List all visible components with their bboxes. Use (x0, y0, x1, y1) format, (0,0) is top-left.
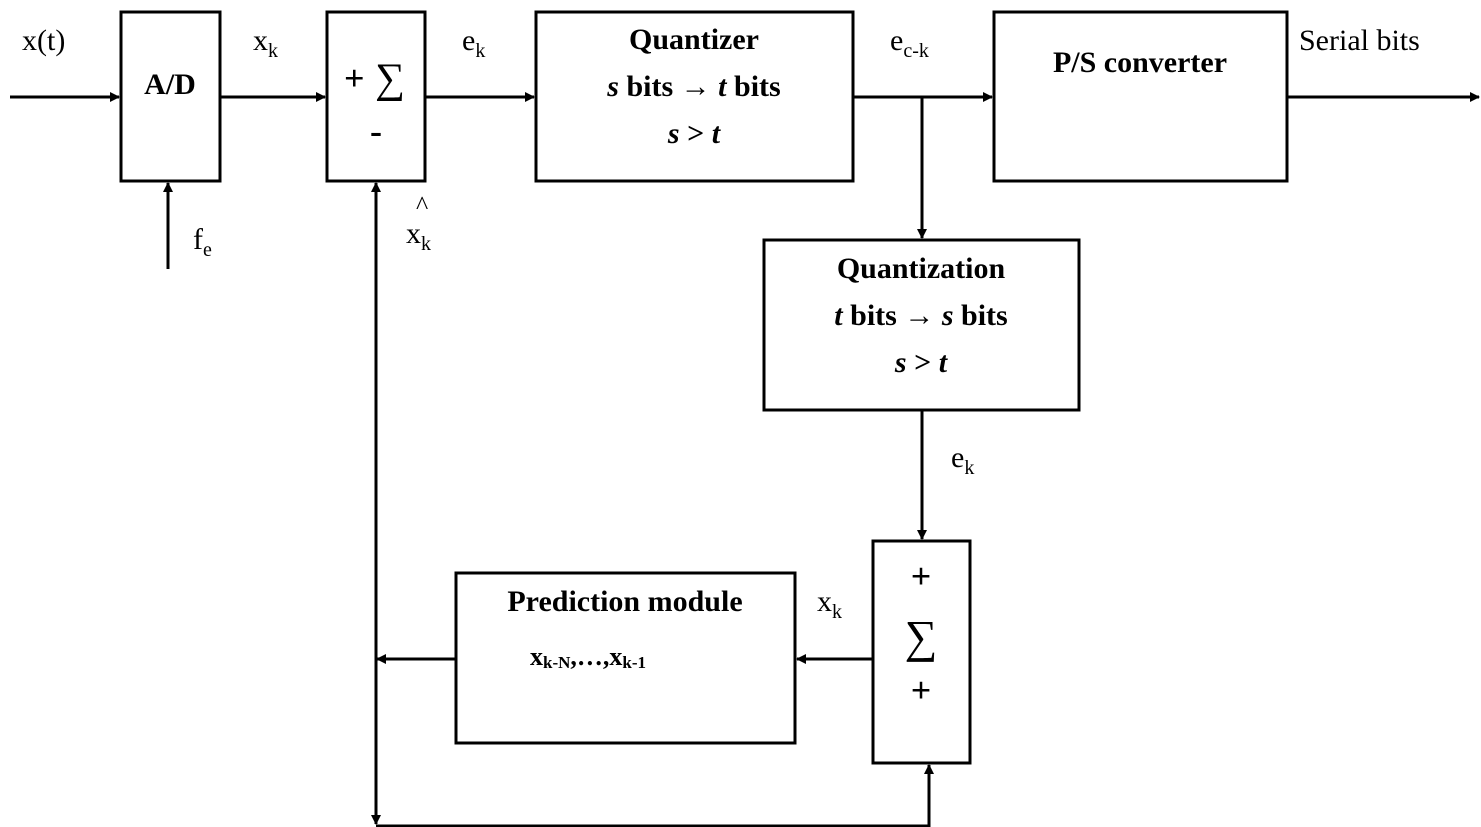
ad-label: A/D (144, 68, 196, 101)
dequantizer-title: Quantization (837, 252, 1006, 285)
label-prediction-hat: ^ (416, 191, 428, 220)
summer2-plus-bottom: + (911, 670, 932, 710)
dequantizer-condition: s > t (894, 346, 949, 379)
quantizer-title: Quantizer (629, 23, 759, 56)
prediction-title: Prediction module (507, 585, 742, 618)
label-input-signal: x(t) (22, 24, 65, 57)
summer2-plus-top: + (911, 556, 932, 596)
label-sampling-frequency: fe (193, 223, 212, 261)
summer1-minus: - (370, 111, 382, 151)
input-summer-block: + ∑ - (325, 10, 427, 183)
summer1-plus: + (344, 58, 365, 98)
quantizer-block: Quantizer s bits → t bits s > t (534, 10, 855, 183)
summer2-sigma: ∑ (905, 611, 938, 662)
reconstruction-summer-block: + ∑ + (871, 539, 972, 765)
dequantizer-block: Quantization t bits → s bits s > t (762, 238, 1081, 412)
ps-label: P/S converter (1053, 46, 1227, 79)
label-reconstructed-error: ek (951, 441, 974, 479)
prediction-module-block: Prediction module xk-N,…,xk-1 (454, 571, 797, 745)
quantizer-condition: s > t (667, 117, 722, 150)
wire-prediction-to-reconstruction (376, 764, 934, 827)
summer1-sigma: ∑ (375, 56, 405, 102)
label-serial-bits: Serial bits (1299, 24, 1420, 57)
label-prediction-signal: xk (406, 217, 431, 255)
ad-converter-block: A/D (119, 10, 222, 183)
quantizer-bits-line: s bits → t bits (606, 70, 780, 103)
dequantizer-bits-line: t bits → s bits (834, 299, 1007, 332)
ps-converter-block: P/S converter (992, 10, 1289, 183)
label-error-signal: ek (462, 24, 485, 62)
label-reconstructed-sample: xk (817, 585, 842, 623)
label-quantized-error: ec-k (890, 24, 929, 62)
label-sampled-signal: xk (253, 24, 278, 62)
prediction-history: xk-N,…,xk-1 (530, 642, 646, 672)
